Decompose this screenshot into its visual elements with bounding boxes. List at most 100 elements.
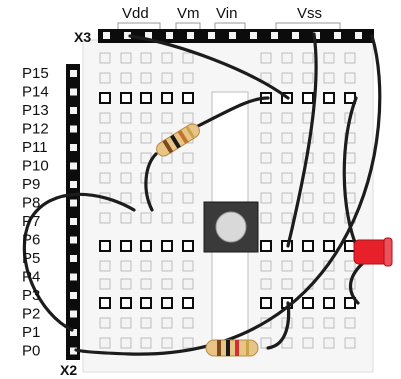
breadboard-hole xyxy=(323,52,335,64)
breadboard-hole xyxy=(260,212,272,224)
breadboard-hole xyxy=(182,112,194,124)
breadboard-hole xyxy=(302,317,314,329)
breadboard-hole xyxy=(182,278,194,290)
breadboard-hole xyxy=(182,92,194,104)
breadboard-hole xyxy=(281,278,293,290)
breadboard-hole xyxy=(99,132,111,144)
breadboard-hole xyxy=(302,192,314,204)
x3-header-pin xyxy=(187,32,194,39)
breadboard-hole xyxy=(182,260,194,272)
breadboard-hole xyxy=(161,72,173,84)
led xyxy=(353,237,393,267)
breadboard-hole xyxy=(302,52,314,64)
breadboard-hole xyxy=(99,317,111,329)
breadboard-hole xyxy=(302,92,314,104)
breadboard-hole xyxy=(99,260,111,272)
breadboard-hole xyxy=(281,132,293,144)
breadboard-hole xyxy=(323,337,335,349)
breadboard-hole xyxy=(120,260,132,272)
top-label-vin: Vin xyxy=(216,5,237,22)
breadboard-hole xyxy=(344,297,356,309)
breadboard-hole xyxy=(260,240,272,252)
breadboard-hole xyxy=(161,317,173,329)
header-x2-label: X2 xyxy=(60,362,77,378)
wire-res-upper-to-row7 xyxy=(144,152,158,212)
breadboard-hole xyxy=(161,260,173,272)
breadboard-hole xyxy=(120,92,132,104)
breadboard-hole xyxy=(120,112,132,124)
breadboard-hole xyxy=(323,192,335,204)
breadboard-hole xyxy=(182,337,194,349)
x3-header-pin xyxy=(208,32,215,39)
x3-header-pin xyxy=(292,32,299,39)
breadboard-hole xyxy=(99,297,111,309)
breadboard-hole xyxy=(161,297,173,309)
wire-res-upper-to-row13 xyxy=(196,96,270,128)
breadboard-hole xyxy=(323,297,335,309)
x3-header-pin xyxy=(334,32,341,39)
p-header-pin xyxy=(70,292,77,299)
breadboard-hole xyxy=(182,52,194,64)
breadboard-hole xyxy=(344,52,356,64)
breadboard-hole xyxy=(140,278,152,290)
breadboard-hole xyxy=(182,192,194,204)
breadboard-hole xyxy=(120,337,132,349)
breadboard-hole xyxy=(281,192,293,204)
p-header-pin xyxy=(70,218,77,225)
breadboard-hole xyxy=(140,260,152,272)
pin-label-p10: P10 xyxy=(22,158,49,175)
breadboard-hole xyxy=(323,92,335,104)
breadboard-hole xyxy=(120,297,132,309)
top-label-vm: Vm xyxy=(177,5,200,22)
pin-label-p13: P13 xyxy=(22,102,49,119)
p-header-pin xyxy=(70,310,77,318)
breadboard-hole xyxy=(344,72,356,84)
pin-label-p6: P6 xyxy=(22,232,40,249)
header-pins xyxy=(70,32,362,355)
breadboard-hole xyxy=(140,337,152,349)
breadboard-hole xyxy=(140,92,152,104)
p-header-socket xyxy=(66,64,80,360)
breadboard-hole xyxy=(182,72,194,84)
breadboard-hole xyxy=(260,172,272,184)
breadboard-hole xyxy=(344,172,356,184)
breadboard-hole xyxy=(140,132,152,144)
breadboard-hole xyxy=(161,52,173,64)
breadboard-hole xyxy=(140,297,152,309)
breadboard-hole xyxy=(99,152,111,164)
p-header-pin xyxy=(70,125,77,133)
breadboard-hole xyxy=(281,337,293,349)
breadboard-hole xyxy=(182,212,194,224)
p-header-pin xyxy=(70,329,77,336)
breadboard-hole xyxy=(323,172,335,184)
top-label-vss: Vss xyxy=(297,5,322,22)
breadboard-hole xyxy=(260,297,272,309)
breadboard-hole xyxy=(99,212,111,224)
breadboard-hole xyxy=(161,278,173,290)
p-header-pin xyxy=(70,144,77,151)
resistor-lower xyxy=(205,339,259,357)
breadboard-hole xyxy=(161,212,173,224)
breadboard-hole xyxy=(120,52,132,64)
breadboard-hole xyxy=(260,132,272,144)
breadboard-hole xyxy=(120,240,132,252)
p-header-pin xyxy=(70,347,77,355)
breadboard-hole xyxy=(99,240,111,252)
pin-label-p8: P8 xyxy=(22,195,40,212)
breadboard-hole xyxy=(323,112,335,124)
breadboard-hole xyxy=(120,172,132,184)
pin-label-p15: P15 xyxy=(22,65,49,82)
breadboard-hole xyxy=(260,192,272,204)
breadboard-hole xyxy=(281,212,293,224)
breadboard-hole xyxy=(140,317,152,329)
p-header-pin xyxy=(70,273,77,281)
breadboard-hole xyxy=(281,152,293,164)
breadboard-hole xyxy=(161,112,173,124)
breadboard-hole xyxy=(182,240,194,252)
breadboard-hole xyxy=(161,92,173,104)
breadboard-hole xyxy=(99,337,111,349)
x3-header-pin xyxy=(355,32,362,39)
resistor-upper xyxy=(156,123,200,157)
breadboard-hole xyxy=(323,152,335,164)
